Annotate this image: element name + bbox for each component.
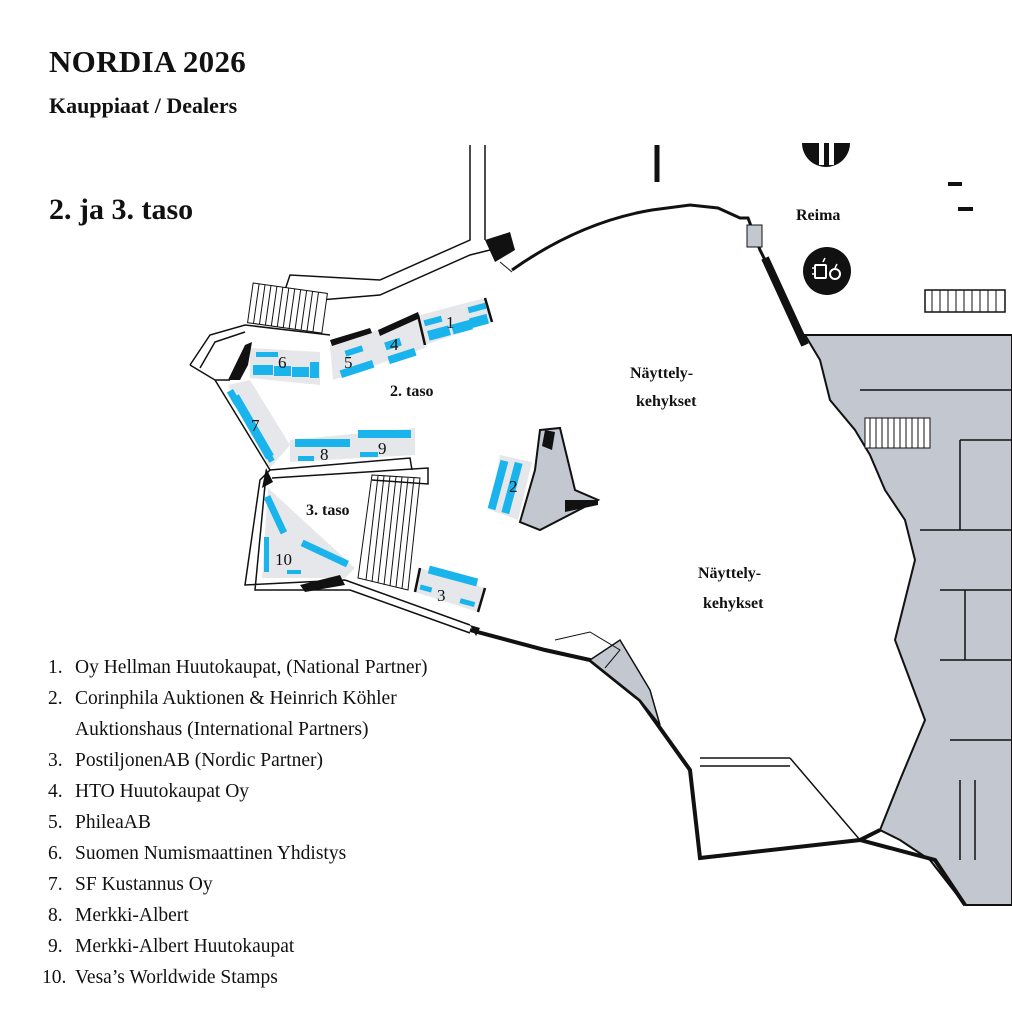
booth-number-8[interactable]: 8: [320, 445, 329, 464]
pillar: [518, 426, 601, 532]
booth-number-9[interactable]: 9: [378, 439, 387, 458]
frames-label-top-2: kehykset: [636, 393, 697, 410]
dealer-name: Merkki-Albert: [75, 905, 189, 926]
dealer-name: Oy Hellman Huutokaupat, (National Partne…: [75, 657, 428, 678]
legend-item: 8. Merkki-Albert: [48, 900, 428, 931]
zone-level2-west: [228, 380, 415, 468]
frames-label-bottom-1: Näyttely-: [698, 565, 761, 582]
legend-item: 4. HTO Huutokaupat Oy: [48, 776, 428, 807]
dealer-legend: 1. Oy Hellman Huutokaupat, (National Part…: [42, 652, 428, 993]
legend-item: 1. Oy Hellman Huutokaupat, (National Part…: [48, 652, 428, 683]
booth-number-10[interactable]: 10: [275, 550, 292, 569]
legend-item: 7. SF Kustannus Oy: [48, 869, 428, 900]
legend-number: 4.: [48, 781, 63, 802]
level-heading: 2. ja 3. taso: [49, 193, 194, 226]
dealer-name: SF Kustannus Oy: [75, 874, 213, 895]
legend-item: 5. PhileaAB: [48, 807, 428, 838]
level-2-label: 2. taso: [390, 383, 434, 400]
dealer-name: Corinphila Auktionen & Heinrich Köhler: [75, 688, 397, 709]
dealer-name: Auktionshaus (International Partners): [75, 719, 369, 740]
booth-number-2[interactable]: 2: [509, 477, 518, 496]
legend-number: 2.: [48, 688, 63, 709]
legend-number: 8.: [48, 905, 63, 926]
booth-tables: [226, 302, 523, 607]
dealer-name: Vesa’s Worldwide Stamps: [75, 967, 278, 988]
legend-number: 7.: [48, 874, 63, 895]
booth-number-3[interactable]: 3: [437, 586, 446, 605]
booth-number-6[interactable]: 6: [278, 353, 287, 372]
cafe-icon[interactable]: [803, 247, 851, 295]
legend-number: 3.: [48, 750, 63, 771]
hall-wall-south: [469, 628, 967, 907]
dealer-name: Merkki-Albert Huutokaupat: [75, 936, 295, 957]
dealer-name: HTO Huutokaupat Oy: [75, 781, 250, 802]
booth-number-4[interactable]: 4: [390, 335, 399, 354]
stairs-north: [247, 282, 328, 334]
page-subtitle: Kauppiaat / Dealers: [49, 93, 238, 118]
restaurant-icon[interactable]: [802, 143, 850, 167]
page-title: NORDIA 2026: [49, 44, 247, 79]
legend-item: 2. Corinphila Auktionen & Heinrich Köhler: [48, 683, 428, 714]
legend-item-continued: Auktionshaus (International Partners): [48, 714, 428, 745]
dealer-name: PhileaAB: [75, 812, 151, 833]
stairs-level3: [269, 457, 429, 591]
restaurant-label: Reima: [796, 207, 840, 224]
legend-number: 1.: [48, 657, 63, 678]
frames-label-top-1: Näyttely-: [630, 365, 693, 382]
booth-number-5[interactable]: 5: [344, 353, 353, 372]
legend-number: 6.: [48, 843, 63, 864]
frames-label-bottom-2: kehykset: [703, 595, 764, 612]
legend-number: 10.: [42, 967, 67, 988]
legend-item: 3. PostiljonenAB (Nordic Partner): [48, 745, 428, 776]
legend-indent: [48, 714, 75, 745]
dealer-name: Suomen Numismaattinen Yhdistys: [75, 843, 347, 864]
booth-number-7[interactable]: 7: [251, 416, 260, 435]
legend-item: 9. Merkki-Albert Huutokaupat: [48, 931, 428, 962]
legend-number: 9.: [48, 936, 63, 957]
dealer-name: PostiljonenAB (Nordic Partner): [75, 750, 324, 771]
legend-item: 6. Suomen Numismaattinen Yhdistys: [48, 838, 428, 869]
hall-wall: [511, 203, 807, 346]
legend-number: 5.: [48, 812, 63, 833]
level-3-label: 3. taso: [306, 502, 350, 519]
legend-item: 10. Vesa’s Worldwide Stamps: [42, 962, 428, 993]
booth-number-1[interactable]: 1: [446, 313, 455, 332]
